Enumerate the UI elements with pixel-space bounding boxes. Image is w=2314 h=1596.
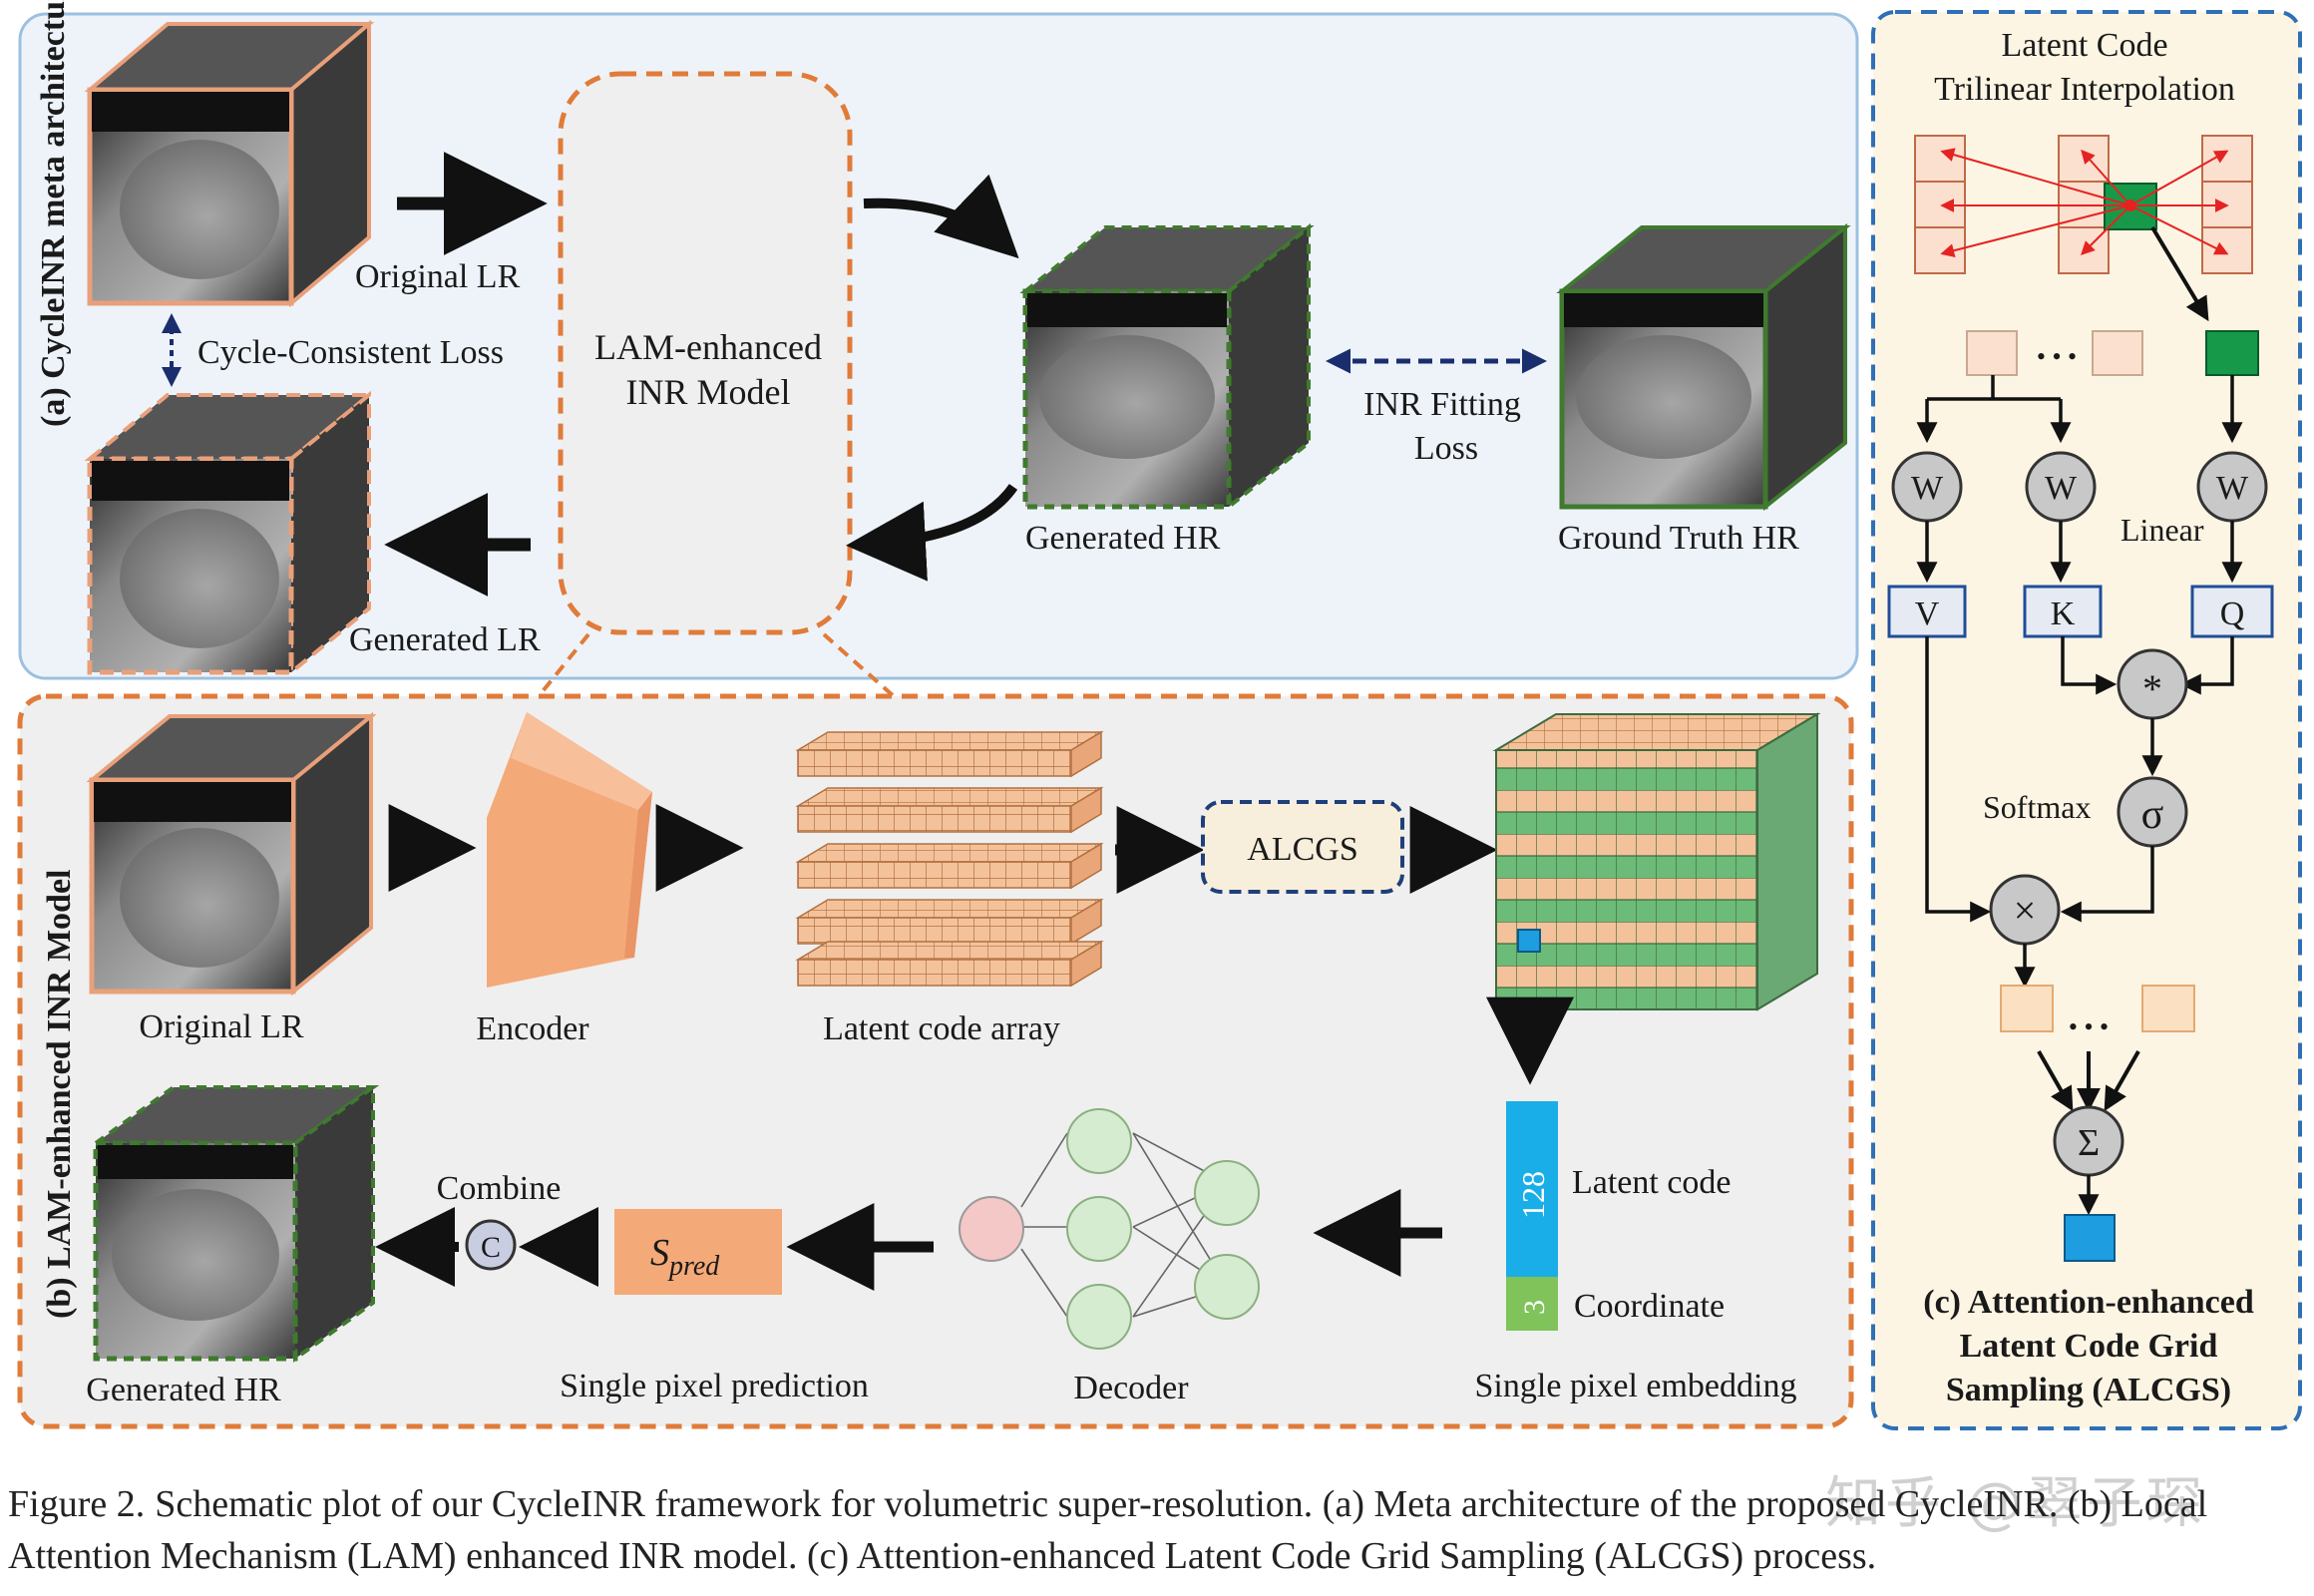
- latent-code-array: [795, 730, 1104, 988]
- panel-b-title: (b) LAM-enhanced INR Model: [41, 870, 78, 1319]
- generated-hr-cube: [1019, 222, 1315, 512]
- combine-label: Combine: [437, 1170, 562, 1207]
- inr-model-label-1: LAM-enhanced: [594, 327, 822, 367]
- ground-truth-hr-cube: [1556, 222, 1851, 512]
- alcgs-label: ALCGS: [1247, 831, 1357, 868]
- cycle-loss-label: Cycle-Consistent Loss: [197, 334, 504, 371]
- alcgs-box: [1201, 800, 1404, 894]
- spred-label: Spred: [650, 1232, 720, 1282]
- weighted-sum-symbol: ×: [2014, 888, 2037, 933]
- watermark: 知乎 @翠子琛: [1825, 1471, 2206, 1536]
- generated-lr-cube: [84, 390, 375, 677]
- lam-original-lr-label: Original LR: [139, 1008, 304, 1045]
- combine-node: [465, 1219, 517, 1271]
- panel-c-title-1: (c) Attention-enhanced: [1923, 1284, 2254, 1321]
- original-lr-cube: [84, 19, 375, 308]
- latent-array-label: Latent code array: [823, 1010, 1060, 1047]
- q-label: Q: [2220, 596, 2245, 632]
- zoom-line-right: [822, 632, 896, 698]
- fitting-loss-label-2: Loss: [1414, 430, 1478, 467]
- encoder-label: Encoder: [476, 1010, 589, 1047]
- panel-c-title-3: Sampling (ALCGS): [1946, 1372, 2231, 1408]
- interpolation-grid: [1914, 135, 2253, 322]
- generated-lr-label: Generated LR: [349, 621, 541, 658]
- panel-a-title: (a) CycleINR meta architecture: [35, 0, 72, 427]
- generated-hr-to-model-arrow: [846, 484, 1018, 582]
- query-code: [2205, 330, 2259, 376]
- combine-symbol: C: [481, 1231, 501, 1264]
- figure-caption: Figure 2.Schematic plot of our CycleINR …: [8, 1478, 2302, 1582]
- embedding-label: Single pixel embedding: [1475, 1368, 1797, 1404]
- softmax-label: Softmax: [1983, 789, 2091, 825]
- decoder-network: [959, 1108, 1260, 1350]
- caption-text: Schematic plot of our CycleINR framework…: [8, 1483, 2208, 1577]
- coordinate-label: Coordinate: [1574, 1288, 1725, 1325]
- encoder-block: [487, 712, 652, 988]
- model-to-generated-hr-arrow: [863, 174, 1019, 259]
- selected-pixel-cell: [1517, 929, 1541, 953]
- zoom-line-left: [537, 632, 590, 698]
- latent-code-bar: [1506, 1101, 1558, 1277]
- neighbor-dots: • • •: [2037, 342, 2077, 371]
- weighted-code-first: [2000, 985, 2054, 1032]
- caption-label: Figure 2.: [8, 1483, 146, 1525]
- prediction-label: Single pixel prediction: [560, 1368, 869, 1404]
- generated-hr-label: Generated HR: [1025, 520, 1221, 557]
- original-lr-label: Original LR: [355, 258, 521, 295]
- coordinate-bar: [1506, 1277, 1558, 1331]
- v-label: V: [1915, 596, 1940, 632]
- output-code: [2064, 1214, 2116, 1262]
- v-box: [1887, 585, 1967, 638]
- w-label-key: W: [2045, 470, 2078, 507]
- inr-model-label-2: INR Model: [626, 372, 791, 412]
- lam-generated-hr-label: Generated HR: [86, 1372, 281, 1408]
- ground-truth-hr-label: Ground Truth HR: [1558, 520, 1799, 557]
- k-label: K: [2051, 596, 2076, 632]
- decoder-label: Decoder: [1073, 1370, 1189, 1406]
- neighbor-code-last: [2092, 330, 2143, 376]
- coord-dim-label: 3: [1518, 1300, 1551, 1315]
- product-symbol: *: [2142, 666, 2162, 711]
- w-label-query: W: [2216, 470, 2249, 507]
- fitting-loss-label-1: INR Fitting: [1363, 386, 1521, 423]
- linear-label: Linear: [2121, 512, 2204, 548]
- interp-heading-2: Trilinear Interpolation: [1934, 71, 2235, 108]
- neighbor-code-first: [1966, 330, 2018, 376]
- weighted-dots: • • •: [2069, 1012, 2109, 1041]
- latent-dim-label: 128: [1515, 1171, 1551, 1219]
- latent-code-label: Latent code: [1572, 1164, 1732, 1201]
- lam-inr-model-box: [558, 71, 853, 635]
- panel-c-title-2: Latent Code Grid: [1960, 1328, 2218, 1365]
- sampled-latent-grid: [1492, 712, 1821, 1011]
- lam-generated-hr-cube: [89, 1083, 380, 1363]
- sum-symbol: Σ: [2078, 1122, 2100, 1164]
- weighted-code-last: [2141, 985, 2195, 1032]
- softmax-symbol: σ: [2141, 792, 2164, 838]
- spred-box: [614, 1209, 782, 1295]
- k-box: [2023, 585, 2103, 638]
- w-label-value: W: [1911, 470, 1944, 507]
- interp-heading-1: Latent Code: [2001, 27, 2167, 64]
- lam-original-lr-cube: [86, 711, 377, 997]
